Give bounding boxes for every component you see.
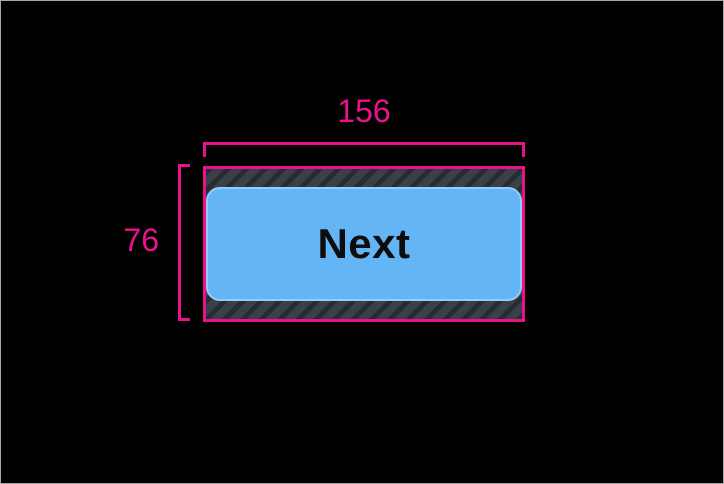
next-button[interactable]: Next [206,187,522,301]
height-dimension-label: 76 [123,222,159,258]
selection-outline: Next [203,166,525,322]
next-button-label: Next [317,220,411,267]
width-dimension-line [203,142,525,157]
height-dimension-line [178,164,190,321]
width-dimension-label: 156 [337,93,391,129]
